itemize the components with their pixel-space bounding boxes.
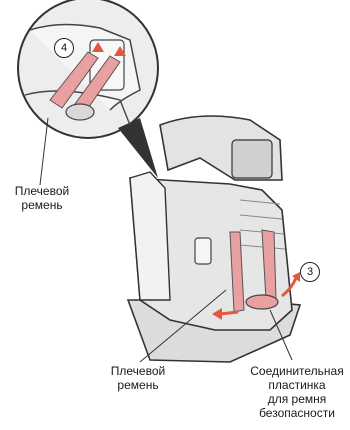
leader-line-top-label bbox=[40, 118, 48, 185]
car-seat bbox=[128, 116, 300, 362]
inset-pointer bbox=[118, 118, 158, 178]
step3-arrow-left bbox=[220, 312, 238, 314]
step-number-4: 4 bbox=[54, 38, 74, 58]
step-number-3: 3 bbox=[300, 262, 320, 282]
buckle-plate bbox=[246, 295, 278, 309]
headrest-adjuster bbox=[232, 140, 272, 178]
label-buckle-plate: Соединительная пластинка для ремня безоп… bbox=[244, 364, 350, 420]
seat-side-wing bbox=[130, 172, 170, 300]
magnified-inset bbox=[18, 0, 158, 178]
inset-buckle bbox=[66, 104, 94, 120]
label-shoulder-belt-bottom: Плечевой ремень bbox=[96, 364, 180, 392]
label-shoulder-belt-top: Плечевой ремень bbox=[0, 184, 84, 212]
seat-side-clip bbox=[195, 238, 211, 264]
